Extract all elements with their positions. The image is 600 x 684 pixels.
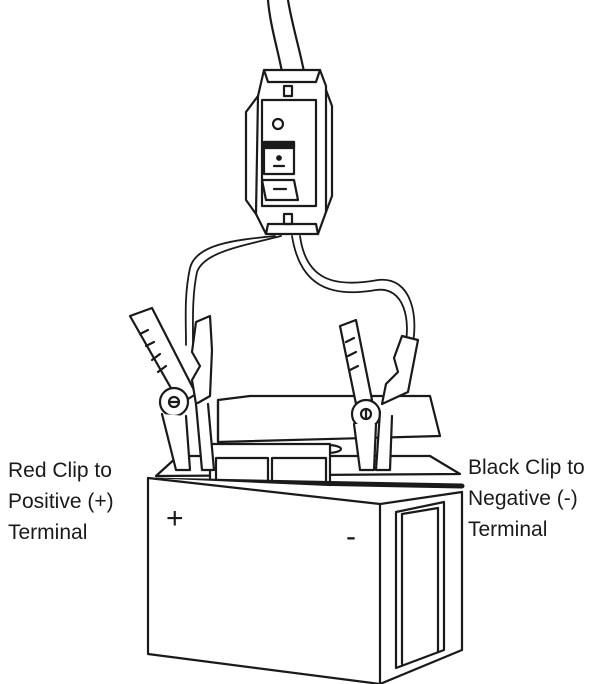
negative-terminal-symbol: - bbox=[346, 520, 356, 553]
positive-terminal-symbol: + bbox=[166, 502, 184, 535]
black-clip-callout: Black Clip to Negative (-) Terminal bbox=[468, 452, 585, 545]
red-clip-callout: Red Clip to Positive (+) Terminal bbox=[8, 455, 114, 548]
red-clip-callout-line: Terminal bbox=[8, 521, 88, 544]
black-clip-callout-line: Negative (-) bbox=[468, 487, 578, 510]
power-cord bbox=[266, 0, 306, 74]
black-clip bbox=[338, 318, 420, 472]
red-clip bbox=[128, 306, 216, 472]
indicator-light-icon bbox=[271, 117, 285, 131]
red-clip-callout-line: Positive (+) bbox=[8, 490, 114, 513]
black-clip-callout-line: Terminal bbox=[468, 518, 548, 541]
battery bbox=[146, 394, 465, 684]
black-clip-callout-line: Black Clip to bbox=[468, 456, 585, 479]
output-leads bbox=[184, 235, 416, 353]
power-switch bbox=[262, 140, 296, 176]
charger-module bbox=[244, 68, 334, 236]
red-clip-callout-line: Red Clip to bbox=[8, 459, 112, 482]
